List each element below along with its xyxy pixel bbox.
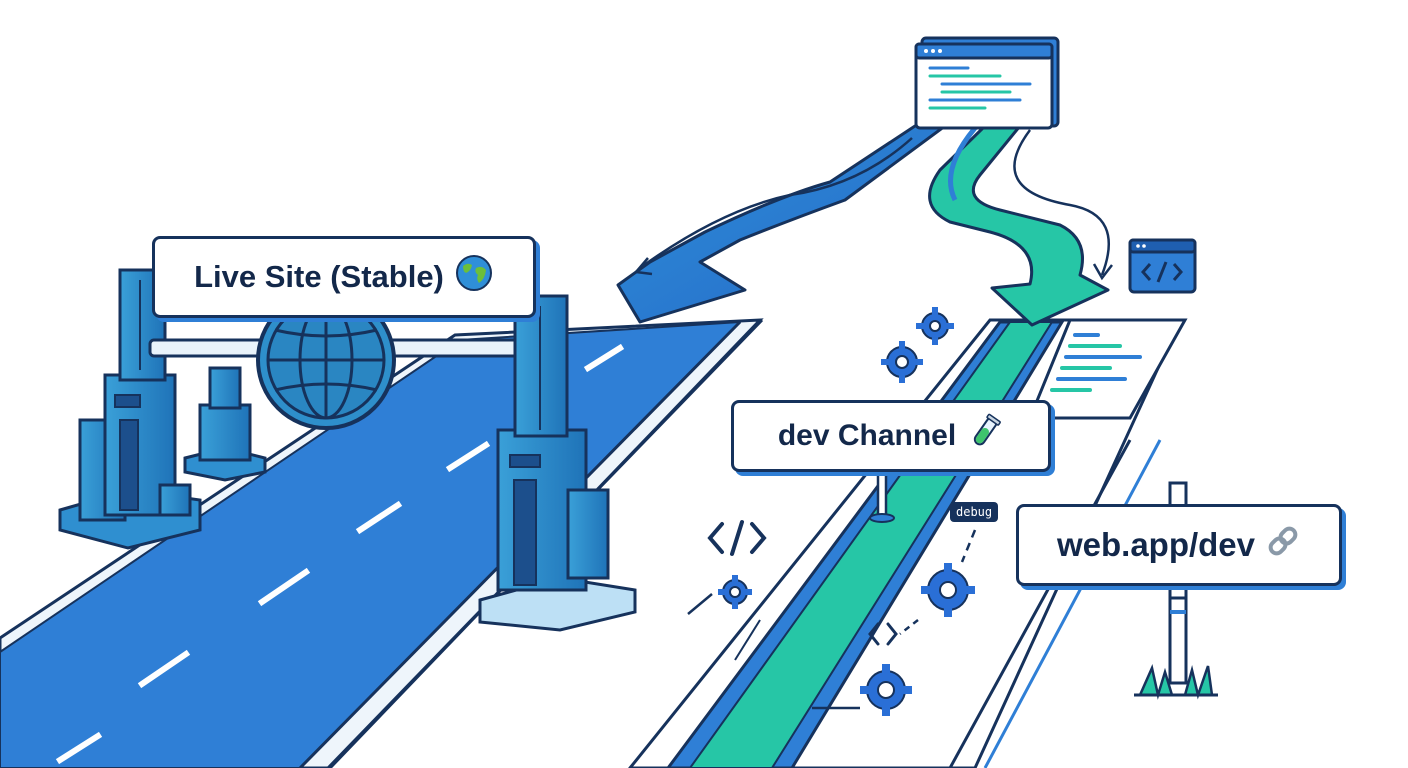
deployment-arrows [616,124,1113,327]
gateway [58,268,637,632]
gear-icons [718,307,975,716]
live-site-sign: Live Site (Stable) [152,236,536,318]
code-bracket-icons [707,520,898,646]
url-label: web.app/dev [1056,526,1256,563]
url-sign: web.app/dev [1016,504,1342,586]
code-window-icon [1128,238,1197,294]
debug-tag: debug [950,502,999,522]
globe-emblem [256,290,396,430]
globe-icon [454,253,494,301]
dev-channel-label: dev Channel [777,419,957,452]
live-site-label: Live Site (Stable) [194,259,444,294]
connector-lines [687,529,977,710]
browser-window [914,36,1060,130]
dev-channel-sign: dev Channel [731,400,1051,472]
test-tube-icon [966,413,1004,459]
code-document [1027,318,1188,420]
link-icon [1265,523,1301,567]
